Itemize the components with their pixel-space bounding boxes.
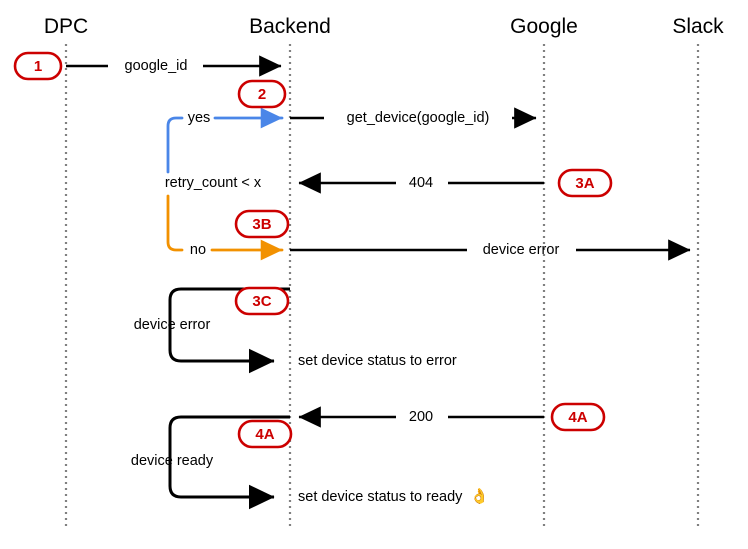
msg-404-label: 404 bbox=[409, 175, 433, 191]
self-loop-device-error: device error set device status to error bbox=[134, 287, 457, 374]
badge-3a-label: 3A bbox=[575, 175, 594, 192]
branch-condition-label: retry_count < x bbox=[165, 175, 262, 191]
badge-3c[interactable]: 3C bbox=[234, 286, 290, 316]
badge-1-shape bbox=[13, 51, 63, 81]
badge-4a-google-label: 4A bbox=[568, 409, 587, 426]
participant-label-google: Google bbox=[510, 15, 578, 38]
badge-4a-google[interactable]: 4A bbox=[550, 402, 606, 432]
msg-set-status-ready-label: set device status to ready bbox=[298, 489, 463, 505]
badge-3b-label: 3B bbox=[252, 216, 271, 233]
badge-4a-google-shape bbox=[550, 402, 606, 432]
msg-200-label: 200 bbox=[409, 409, 433, 425]
participant-headers: DPC Backend Google Slack bbox=[44, 15, 724, 38]
msg-set-status-error-label: set device status to error bbox=[298, 353, 457, 369]
badge-1-label: 1 bbox=[34, 58, 42, 75]
self-loop-device-ready-path bbox=[168, 415, 290, 510]
badge-1[interactable]: 1 bbox=[13, 51, 63, 81]
msg-device-error-label: device error bbox=[483, 242, 560, 258]
msg-get-device-label: get_device(google_id) bbox=[347, 110, 490, 126]
badge-3c-shape bbox=[234, 286, 290, 316]
badge-2[interactable]: 2 bbox=[237, 79, 287, 109]
message-get-device: get_device(google_id) bbox=[290, 107, 537, 129]
badge-4a-loop[interactable]: 4A bbox=[237, 419, 293, 449]
self-loop-device-ready-label: device ready bbox=[131, 453, 214, 469]
participant-label-slack: Slack bbox=[672, 15, 724, 38]
message-200: 200 bbox=[298, 406, 544, 428]
badge-2-label: 2 bbox=[258, 86, 266, 103]
badge-4a-loop-shape bbox=[237, 419, 293, 449]
branch-no-elbow bbox=[166, 194, 184, 252]
ok-hand-emoji-icon: 👌 bbox=[470, 487, 489, 505]
message-device-error-slack: device error bbox=[290, 239, 691, 261]
badge-2-shape bbox=[237, 79, 287, 109]
lifelines bbox=[64, 44, 700, 527]
badge-4a-loop-label: 4A bbox=[255, 426, 274, 443]
badge-3a[interactable]: 3A bbox=[557, 168, 613, 198]
step-badges: 1 2 3A 3B 3C 4A bbox=[13, 51, 613, 449]
participant-label-backend: Backend bbox=[249, 15, 331, 38]
message-google-id: google_id bbox=[66, 55, 282, 77]
badge-3c-label: 3C bbox=[252, 293, 271, 310]
branch-no-label: no bbox=[190, 242, 206, 258]
branch-bracket: yes retry_count < x no bbox=[165, 107, 284, 261]
participant-label-dpc: DPC bbox=[44, 15, 88, 38]
self-loop-device-error-path bbox=[168, 287, 290, 374]
self-loop-device-ready: device ready set device status to ready … bbox=[131, 415, 489, 510]
branch-yes-label: yes bbox=[188, 110, 211, 126]
badge-3b[interactable]: 3B bbox=[234, 209, 290, 239]
badge-3b-shape bbox=[234, 209, 290, 239]
self-loop-device-error-label: device error bbox=[134, 317, 211, 333]
branch-yes-elbow bbox=[166, 116, 184, 174]
msg-google-id-label: google_id bbox=[125, 58, 188, 74]
message-404: 404 bbox=[298, 172, 544, 194]
badge-3a-shape bbox=[557, 168, 613, 198]
